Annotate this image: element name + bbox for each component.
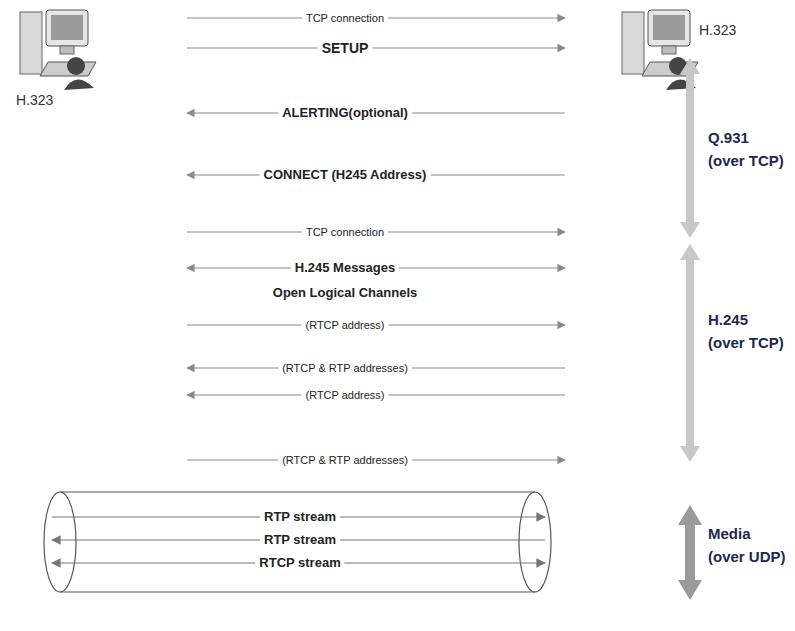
- user: [67, 57, 85, 75]
- message-label: TCP connection: [302, 12, 388, 25]
- message-label: TCP connection: [302, 226, 388, 239]
- message-label: (RTCP & RTP addresses): [278, 454, 412, 467]
- tube-edge: [60, 591, 535, 592]
- terminal: H.323: [565, 0, 743, 605]
- message-label: (RTCP address): [301, 319, 388, 332]
- tube-edge: [60, 491, 535, 492]
- stand: [60, 46, 74, 54]
- phase-label: Media (over UDP): [708, 522, 786, 569]
- media-tube: [44, 492, 551, 592]
- message-label: (RTCP & RTP addresses): [278, 362, 412, 375]
- stream-label: RTP stream: [260, 533, 340, 548]
- message-arrow: [187, 47, 565, 48]
- screen: [51, 15, 83, 40]
- tube-end: [519, 492, 551, 592]
- screen: [653, 15, 685, 40]
- tower: [622, 12, 644, 74]
- monitor: [46, 10, 88, 46]
- monitor: [648, 10, 690, 46]
- message-label: (RTCP address): [301, 389, 388, 402]
- message-label: CONNECT (H245 Address): [260, 168, 431, 183]
- message-label: ALERTING(optional): [278, 106, 412, 121]
- tower: [20, 12, 42, 74]
- terminal: H.323: [12, 0, 187, 605]
- phase-label: H.245 (over TCP): [708, 308, 784, 355]
- message-label: H.245 Messages: [291, 261, 399, 276]
- phase-label: Q.931 (over TCP): [708, 126, 784, 173]
- stream-label: RTP stream: [260, 510, 340, 525]
- terminal-label: H.323: [16, 92, 53, 108]
- message-label: SETUP: [318, 40, 373, 56]
- phase-arrow: [678, 505, 702, 600]
- terminal-label: H.323: [699, 22, 736, 38]
- user: [64, 79, 94, 90]
- stand: [662, 46, 676, 54]
- tube-end: [44, 492, 76, 592]
- stream-label: RTCP stream: [255, 556, 344, 571]
- computer-icon: [20, 10, 96, 90]
- phase-arrow: [680, 58, 700, 238]
- phase-arrow: [680, 244, 700, 462]
- stream-label: Open Logical Channels: [269, 286, 421, 301]
